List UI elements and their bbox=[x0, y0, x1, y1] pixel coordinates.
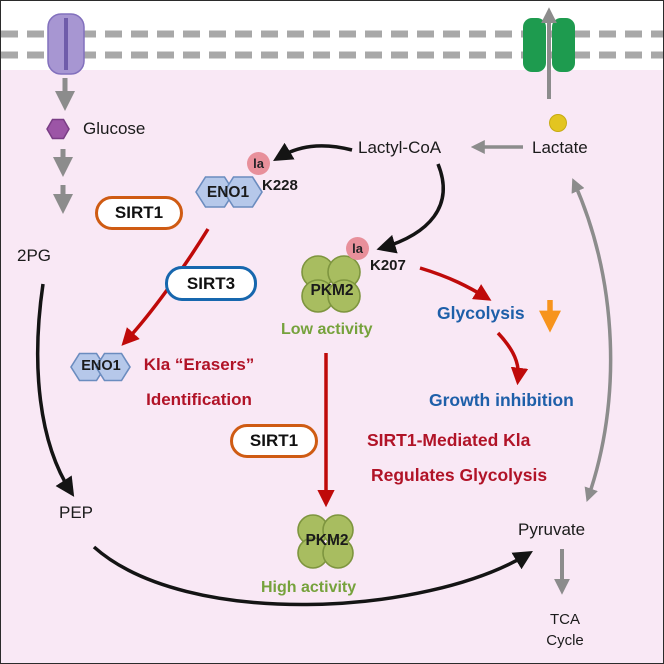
lactylcoa-to-eno1-arrow bbox=[273, 142, 353, 161]
growth-inhibition-label: Growth inhibition bbox=[429, 390, 574, 410]
tca-line2: Cycle bbox=[546, 632, 584, 649]
k207-label: K207 bbox=[370, 257, 406, 274]
glycolysis-to-growth-arrow bbox=[496, 331, 529, 386]
kla-badge-pkm2: la bbox=[346, 237, 369, 260]
eno1-lactylated-shape bbox=[195, 176, 263, 208]
eno1-erased-shape bbox=[70, 352, 131, 382]
erasers-line2: Identification bbox=[146, 390, 252, 409]
glucose-label: Glucose bbox=[83, 119, 146, 138]
lactate-transporter-icon bbox=[523, 18, 575, 72]
lactate-pyruvate-shuttle-arrow bbox=[571, 178, 613, 502]
tca-cycle-label: TCA Cycle bbox=[537, 609, 593, 651]
kla-badge-eno1: la bbox=[247, 152, 270, 175]
glycolysis-label: Glycolysis bbox=[437, 303, 525, 323]
eno1-erased-label: ENO1 bbox=[81, 358, 121, 374]
glucose-icon bbox=[46, 118, 70, 140]
eno1-top-label: ENO1 bbox=[206, 184, 250, 201]
erasers-line1: Kla “Erasers” bbox=[143, 355, 255, 374]
summary-line2: Regulates Glycolysis bbox=[371, 465, 548, 485]
low-activity-label: Low activity bbox=[281, 321, 373, 338]
pep-to-pyruvate-arrow bbox=[92, 545, 533, 607]
sirt1-bottom-box: SIRT1 bbox=[230, 424, 318, 458]
sirt3-box: SIRT3 bbox=[165, 266, 257, 301]
pkm2-low-label: PKM2 bbox=[310, 282, 354, 299]
tca-line1: TCA bbox=[550, 611, 580, 628]
pkm2-to-glycolysis-arrow bbox=[419, 266, 492, 301]
lactylcoa-to-pkm2-arrow bbox=[376, 163, 445, 254]
k228-label: K228 bbox=[262, 177, 298, 194]
summary-line1: SIRT1-Mediated Kla bbox=[367, 430, 531, 450]
2pg-label: 2PG bbox=[17, 246, 52, 265]
lactyl-coa-label: Lactyl-CoA bbox=[358, 138, 442, 157]
pkm2-low-shape bbox=[301, 255, 361, 313]
glucose-transporter-icon bbox=[47, 13, 85, 75]
lactate-icon bbox=[549, 114, 567, 132]
pyruvate-label: Pyruvate bbox=[518, 520, 586, 539]
pkm2-high-label: PKM2 bbox=[305, 532, 349, 549]
high-activity-label: High activity bbox=[261, 579, 357, 596]
pep-label: PEP bbox=[59, 503, 94, 522]
2pg-to-pep-arrow bbox=[35, 283, 75, 497]
pkm2-high-shape bbox=[297, 514, 354, 569]
sirt1-top-box: SIRT1 bbox=[95, 196, 183, 230]
lactate-label: Lactate bbox=[532, 138, 588, 157]
